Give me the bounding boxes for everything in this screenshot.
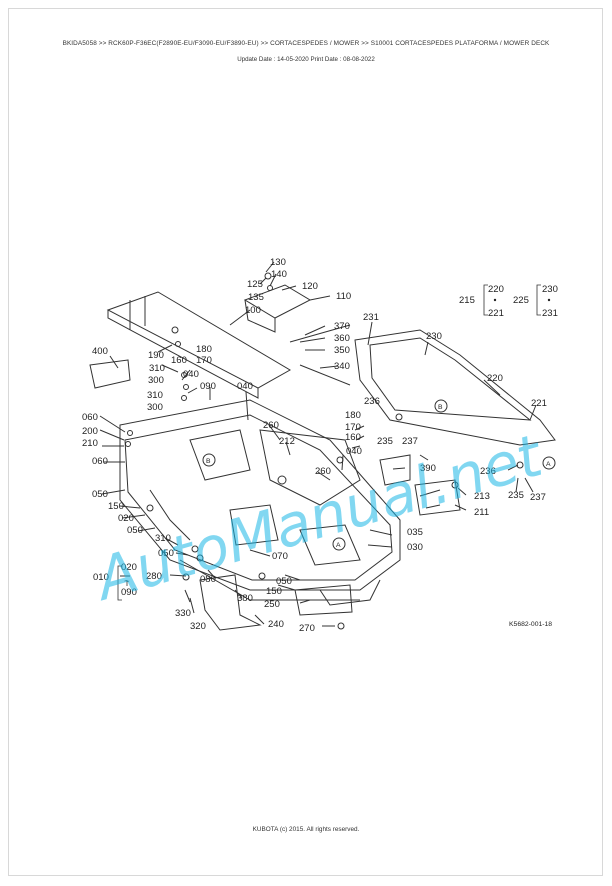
part-label: 260	[263, 420, 279, 431]
part-label: 310	[147, 390, 163, 401]
copyright: KUBOTA (c) 2015. All rights reserved.	[252, 826, 360, 833]
page-frame	[8, 8, 603, 876]
part-label: 240	[268, 619, 284, 630]
update-print-dates: Update Date : 14-05-2020 Print Date : 08…	[237, 56, 375, 63]
part-label: 350	[334, 345, 350, 356]
bracket-010-label: 010	[93, 572, 109, 583]
reference-code: K5682-001-18	[509, 621, 552, 628]
part-label: 237	[402, 436, 418, 447]
part-label: 070	[272, 551, 288, 562]
part-label: 213	[474, 491, 490, 502]
part-label: 200	[82, 426, 98, 437]
part-label: 210	[82, 438, 98, 449]
reference-markers	[202, 399, 556, 551]
part-label: 050	[158, 548, 174, 559]
part-label: 360	[334, 333, 350, 344]
part-label: 236	[480, 466, 496, 477]
part-label: 150	[108, 501, 124, 512]
marker-a: A	[546, 461, 551, 468]
bracket-010-bottom: 090	[121, 587, 137, 598]
bracket-225-label: 225	[513, 295, 529, 306]
part-label: 180	[196, 344, 212, 355]
part-label: 150	[266, 586, 282, 597]
part-label: 170	[196, 355, 212, 366]
part-label: 230	[426, 331, 442, 342]
part-label: 040	[346, 446, 362, 457]
bracket-dot	[547, 298, 551, 302]
part-label: 235	[377, 436, 393, 447]
part-label: 100	[245, 305, 261, 316]
part-label: 120	[302, 281, 318, 292]
part-label: 390	[420, 463, 436, 474]
part-label: 370	[334, 321, 350, 332]
part-label: 135	[248, 292, 264, 303]
part-label: 400	[92, 346, 108, 357]
part-label: 180	[345, 410, 361, 421]
part-label: 080	[200, 574, 216, 585]
part-label: 030	[407, 542, 423, 553]
parts-drawing	[89, 261, 556, 631]
bracket-dot	[493, 298, 497, 302]
bracket-225-top: 230	[542, 284, 558, 295]
part-label: 050	[276, 576, 292, 587]
marker-a: A	[336, 542, 341, 549]
part-label: 220	[487, 373, 503, 384]
brackets	[117, 284, 541, 601]
part-label: 160	[345, 432, 361, 443]
part-label: 060	[92, 456, 108, 467]
part-label: 330	[175, 608, 191, 619]
bracket-010-tilde: ~	[124, 576, 130, 587]
part-label: 060	[82, 412, 98, 423]
part-label: 300	[147, 402, 163, 413]
part-label: 340	[334, 361, 350, 372]
part-label: 237	[530, 492, 546, 503]
part-label: 020	[118, 513, 134, 524]
part-label: 212	[279, 436, 295, 447]
part-label: 300	[148, 375, 164, 386]
part-label: 236	[364, 396, 380, 407]
bracket-225-bottom: 231	[542, 308, 558, 319]
part-label: 310	[149, 363, 165, 374]
bracket-215-top: 220	[488, 284, 504, 295]
part-label: 050	[127, 525, 143, 536]
part-label: 190	[148, 350, 164, 361]
part-label: 050	[92, 489, 108, 500]
part-label: 040	[183, 369, 199, 380]
part-label: 035	[407, 527, 423, 538]
part-label: 231	[363, 312, 379, 323]
part-label: 221	[531, 398, 547, 409]
part-label: 211	[474, 507, 489, 518]
marker-b: B	[206, 458, 211, 465]
part-label: 310	[155, 533, 171, 544]
bracket-215-bottom: 221	[488, 308, 504, 319]
part-label: 380	[237, 593, 253, 604]
part-label: 090	[200, 381, 216, 392]
part-label: 260	[315, 466, 331, 477]
part-label: 130	[270, 257, 286, 268]
bracket-215-label: 215	[459, 295, 475, 306]
part-label: 235	[508, 490, 524, 501]
part-label: 110	[336, 291, 351, 302]
part-label: 140	[271, 269, 287, 280]
part-label: 320	[190, 621, 206, 632]
part-label: 170	[345, 422, 361, 433]
part-label: 160	[171, 355, 187, 366]
breadcrumb: BKIDA5058 >> RCK60P-F36EC(F2890E-EU/F309…	[62, 40, 550, 47]
part-label: 270	[299, 623, 315, 634]
part-label: 280	[146, 571, 162, 582]
part-label: 250	[264, 599, 280, 610]
part-label: 125	[247, 279, 263, 290]
marker-b: B	[438, 404, 443, 411]
part-label: 040	[237, 381, 253, 392]
bracket-010-top: 020	[121, 562, 137, 573]
